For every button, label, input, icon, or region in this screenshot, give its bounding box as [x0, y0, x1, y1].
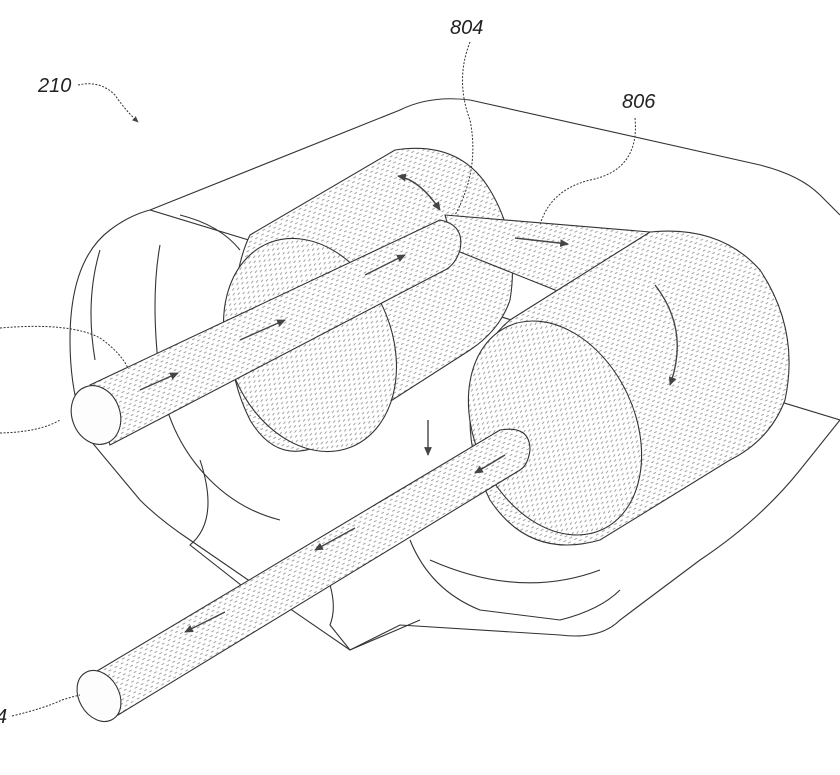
ref-lower-pipe-label: 4: [0, 706, 7, 728]
ref-lower-connector-label: 806: [622, 91, 656, 113]
leader-upper-pipe-end: [0, 420, 60, 433]
leader-upper-pipe-side: [0, 326, 128, 368]
leader-lower-pipe: [12, 695, 80, 716]
ref-upper-connector-label: 804: [450, 17, 483, 39]
saddle-right: [410, 540, 620, 620]
leader-assembly: [78, 84, 138, 122]
ref-assembly-label: 210: [37, 75, 71, 97]
pipe-lower: [68, 429, 530, 729]
